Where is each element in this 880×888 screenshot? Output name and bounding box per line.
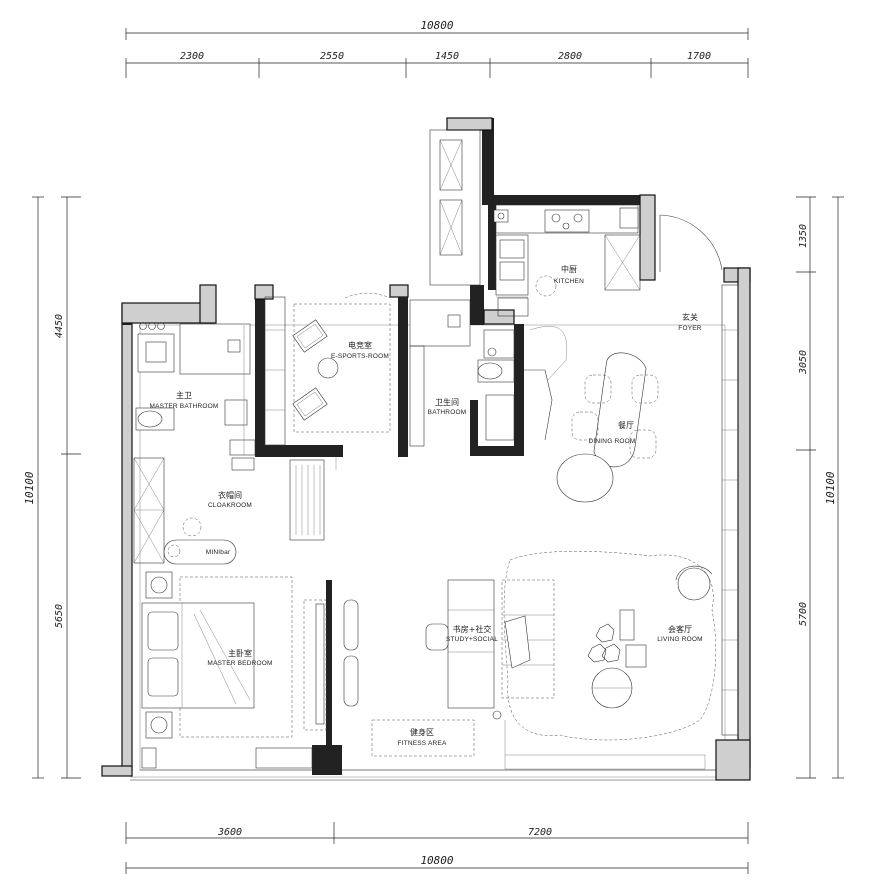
minibar-label: MINIbar (206, 549, 231, 556)
cloakroom-label-cn: 衣帽间 (218, 490, 242, 500)
kitchen-label-cn: 中厨 (561, 264, 577, 274)
kitchen-fixtures (493, 204, 723, 317)
study-fixtures (371, 579, 555, 757)
bottom-dimensions: 3600 7200 10800 (125, 822, 749, 874)
bathroom-label-cn: 卫生间 (435, 397, 459, 407)
master-bath-label-cn: 主卫 (176, 390, 192, 400)
left-total-dim: 10100 (23, 471, 36, 504)
bathroom-label-en: BATHROOM (428, 409, 467, 416)
left-dim-2: 5650 (54, 604, 65, 628)
top-dim-3: 1450 (435, 51, 459, 62)
right-dim-3: 5700 (798, 602, 809, 626)
fitness-label-cn: 健身区 (410, 727, 434, 737)
window-shaft (429, 129, 481, 286)
left-dimensions: 4450 5650 10100 (23, 196, 81, 779)
right-dim-2: 3050 (798, 350, 809, 375)
bathroom-fixtures (409, 299, 553, 447)
master-bed-label-cn: 主卧室 (228, 648, 252, 658)
top-dimensions: 10800 2300 2550 1450 2800 1700 (125, 19, 749, 78)
esports-label-en: E-SPORTS-ROOM (331, 353, 389, 360)
right-dim-1: 1350 (798, 224, 809, 248)
esports-fixtures (264, 292, 391, 470)
study-label-en: STUDY+SOCIAL (446, 636, 498, 643)
master-bath-fixtures (135, 322, 256, 471)
top-dim-4: 2800 (558, 51, 582, 62)
master-bath-label-en: MASTER BATHROOM (150, 403, 219, 410)
right-total-dim: 10100 (824, 471, 837, 504)
bottom-dim-1: 3600 (217, 827, 242, 838)
top-total-dim: 10800 (420, 19, 453, 32)
fitness-label-en: FITNESS AREA (398, 740, 447, 747)
master-bed-label-en: MASTER BEDROOM (207, 660, 272, 667)
living-label-cn: 会客厅 (668, 624, 692, 634)
left-dim-1: 4450 (54, 314, 65, 338)
living-fixtures (503, 551, 716, 741)
right-dimensions: 1350 3050 5700 10100 (796, 196, 844, 779)
master-bedroom-fixtures (141, 571, 359, 739)
bottom-strip (141, 720, 706, 770)
cloakroom-fixtures (133, 457, 325, 565)
foyer-label-en: FOYER (678, 325, 701, 332)
foyer-label-cn: 玄关 (682, 312, 698, 322)
living-label-en: LIVING ROOM (657, 636, 703, 643)
bottom-total-dim: 10800 (420, 854, 453, 867)
dining-label-cn: 餐厅 (618, 421, 634, 430)
right-cabinets (721, 284, 739, 736)
dining-fixtures (529, 326, 659, 503)
top-dim-5: 1700 (687, 51, 711, 62)
esports-label-cn: 电竞室 (348, 340, 372, 350)
cloakroom-label-en: CLOAKROOM (208, 502, 252, 509)
bottom-dim-2: 7200 (528, 827, 552, 838)
study-label-cn: 书房+社交 (453, 624, 492, 634)
kitchen-label-en: KITCHEN (554, 278, 584, 285)
dining-label-en: DINING ROOM (589, 438, 636, 445)
top-dim-2: 2550 (320, 51, 344, 62)
top-dim-1: 2300 (180, 51, 204, 62)
walls (101, 117, 751, 781)
